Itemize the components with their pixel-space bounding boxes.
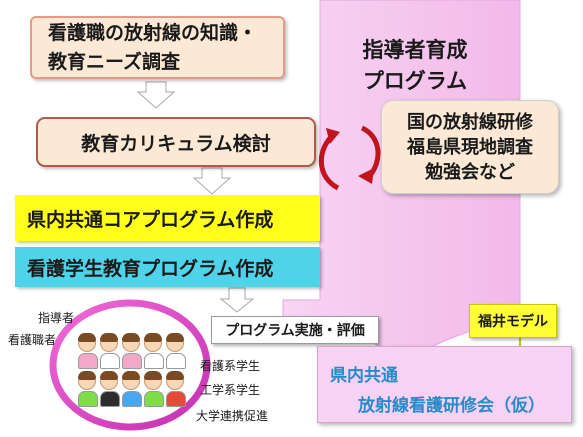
survey-line-2: 教育ニーズ調査 <box>48 50 181 73</box>
study-line-1: 国の放射線研修 <box>407 111 533 133</box>
cycle-arrowhead-2 <box>326 128 340 144</box>
cycle-arrowhead-1 <box>358 168 374 184</box>
person-figure <box>78 371 98 407</box>
core-program-box: 県内共通コアプログラム作成 <box>15 195 320 241</box>
implementation-box: プログラム実施・評価 <box>211 316 379 344</box>
nursing-students-label: 看護系学生 <box>200 359 261 373</box>
nurses-label: 看護職者 <box>8 333 57 347</box>
student-program-label: 看護学生教育プログラム作成 <box>27 257 274 280</box>
curriculum-box: 教育カリキュラム検討 <box>36 117 316 167</box>
training-line-1: 県内共通 <box>330 366 398 386</box>
student-program-box: 看護学生教育プログラム作成 <box>15 247 320 287</box>
curriculum-label: 教育カリキュラム検討 <box>81 132 271 155</box>
flow-arrow-1 <box>136 81 176 109</box>
person-figure <box>100 371 120 407</box>
leaders-label: 指導者 <box>38 311 75 325</box>
flow-arrow-2 <box>192 167 232 195</box>
study-line-2: 福島県現地調査 <box>407 136 533 158</box>
engineering-students-label: 工学系学生 <box>200 383 261 397</box>
flow-arrows <box>136 81 255 313</box>
survey-box: 看護職の放射線の知識・ 教育ニーズ調査 <box>30 16 285 79</box>
person-figure <box>78 333 98 369</box>
core-program-label: 県内共通コアプログラム作成 <box>27 208 274 231</box>
university-collab-label: 大学連携促進 <box>196 409 269 423</box>
training-line-2: 放射線看護研修会（仮） <box>358 396 545 416</box>
training-box: 県内共通 放射線看護研修会（仮） <box>317 346 572 423</box>
implementation-label: プログラム実施・評価 <box>225 323 365 339</box>
study-line-3: 勉強会など <box>425 161 515 183</box>
person-figure <box>166 333 186 369</box>
fukui-model-label: 福井モデル <box>478 314 548 330</box>
flow-arrow-3 <box>219 287 255 313</box>
fukui-model-tag: 福井モデル <box>469 304 557 338</box>
survey-line-1: 看護職の放射線の知識・ <box>48 21 258 44</box>
band-title: 指導者育成 プログラム <box>335 35 495 97</box>
person-figure <box>100 333 120 369</box>
person-figure <box>144 333 164 369</box>
person-figure <box>122 371 142 407</box>
person-figure <box>166 371 186 407</box>
study-box: 国の放射線研修 福島県現地調査 勉強会など <box>381 100 559 194</box>
band-title-line-1: 指導者育成 <box>362 38 468 62</box>
person-figure <box>122 333 142 369</box>
person-figure <box>144 371 164 407</box>
band-title-line-2: プログラム <box>362 69 468 93</box>
